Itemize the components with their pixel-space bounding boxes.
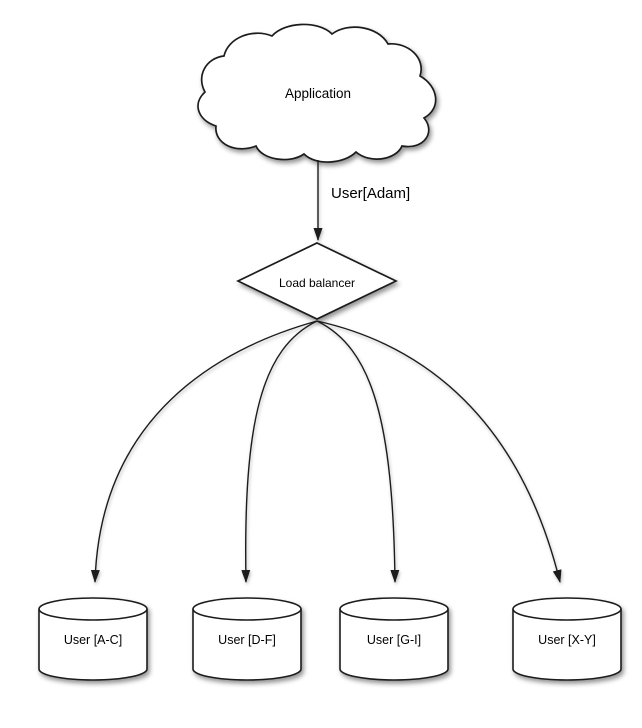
edge-loadbalancer-to-db-4 [316,320,562,583]
edge-loadbalancer-to-db-2 [241,320,318,583]
database-label-3: User [G-I] [366,633,422,647]
edge-loadbalancer-to-db-3 [316,320,400,583]
database-cylinder-1 [38,597,148,681]
load-balancer-label: Load balancer [278,276,356,290]
application-label: Application [284,86,352,101]
application-cloud-shape [197,23,437,163]
edge-loadbalancer-to-db-1 [90,320,318,583]
edge-user-adam-label: User[Adam] [331,185,411,202]
database-label-2: User [D-F] [218,633,276,647]
database-cylinder-4 [512,597,622,681]
database-cylinder-2 [192,597,302,681]
database-cylinder-3 [339,597,449,681]
load-balancer-diamond-shape [236,242,398,320]
database-label-1: User [A-C] [63,633,123,647]
database-label-4: User [X-Y] [538,633,596,647]
